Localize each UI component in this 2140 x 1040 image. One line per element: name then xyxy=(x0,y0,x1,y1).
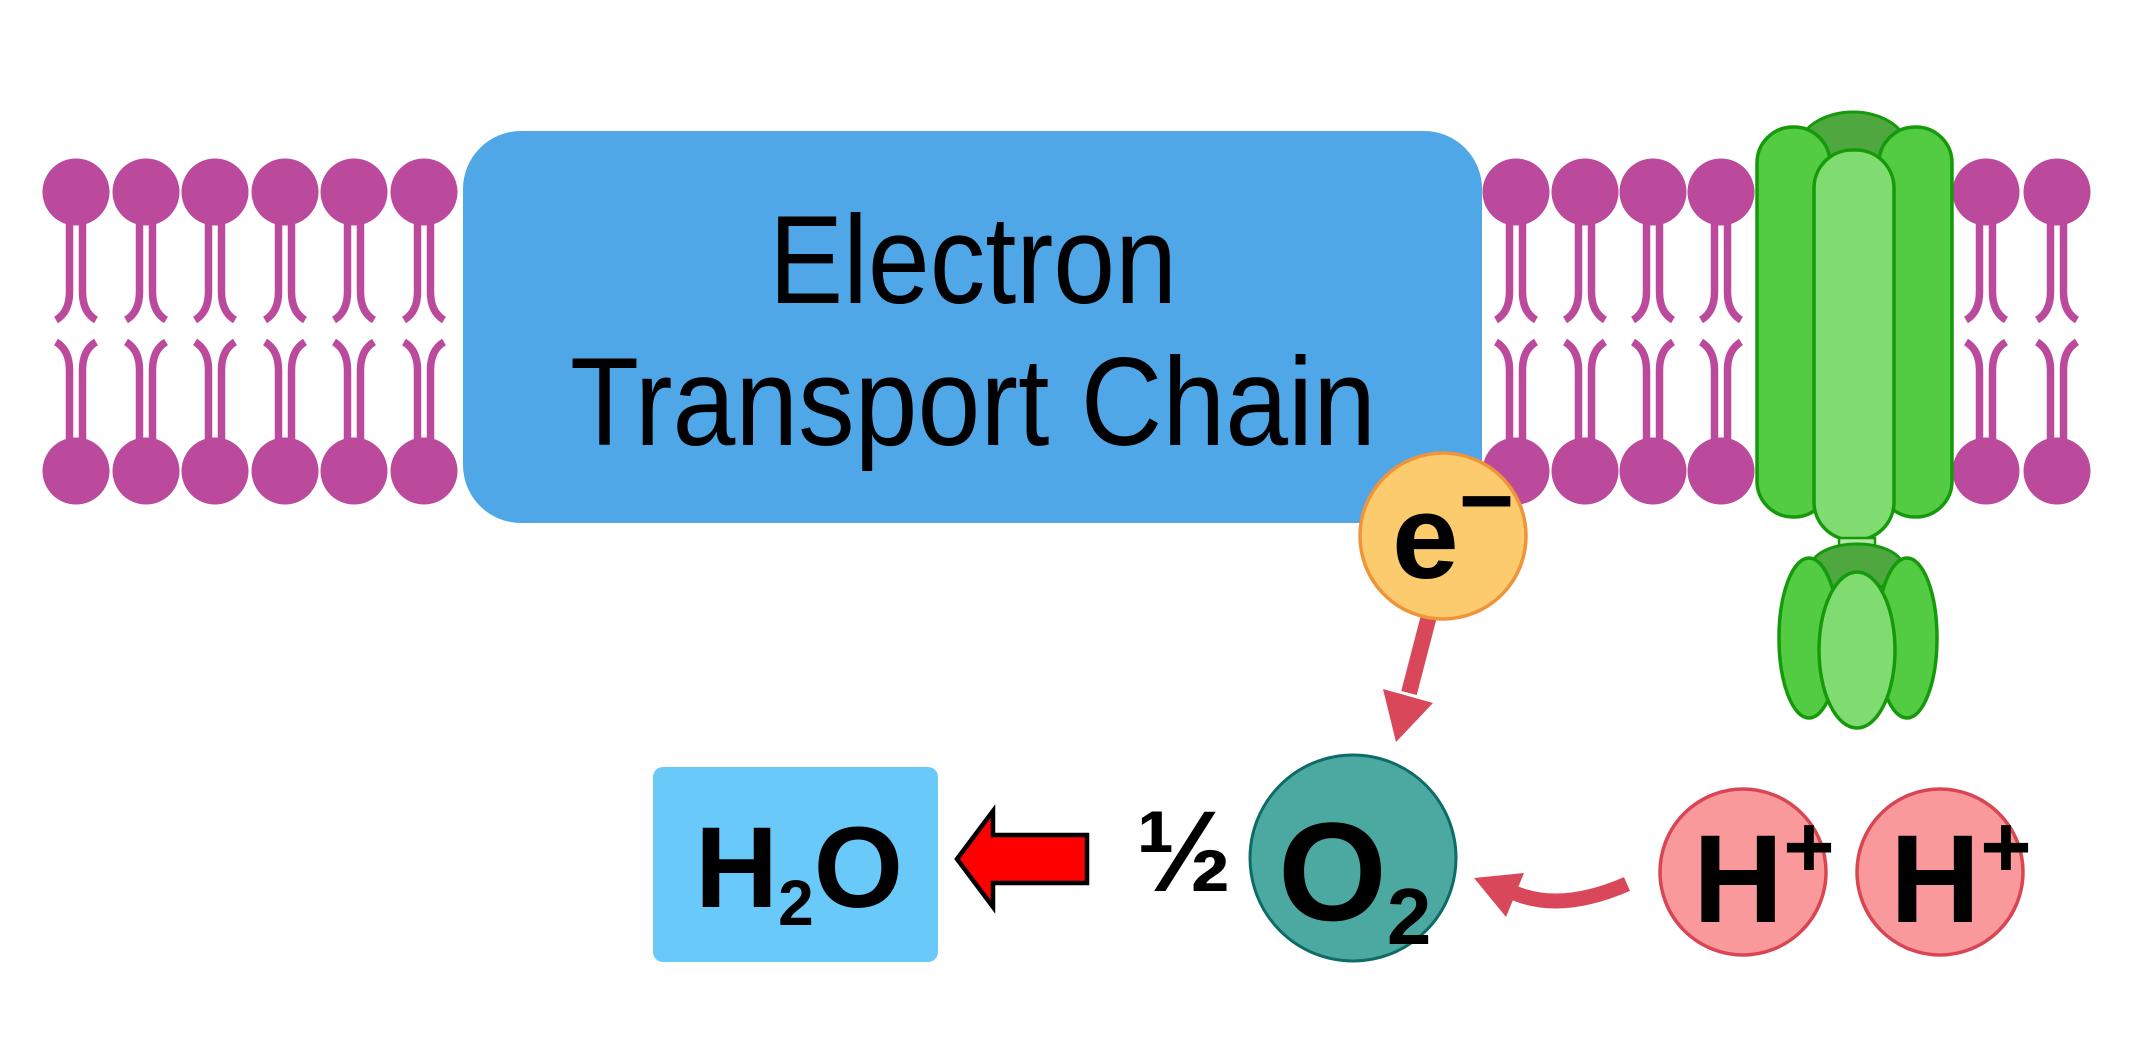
phospholipid xyxy=(182,159,249,505)
proton-label-right: H+ xyxy=(1890,797,2032,949)
protein-base-front xyxy=(1817,570,1897,730)
proton-to-oxygen-arrow xyxy=(1474,873,1630,917)
electron-to-oxygen-arrow xyxy=(1383,609,1438,742)
phospholipid xyxy=(43,159,110,505)
proton-circle-left xyxy=(1658,787,1828,957)
phospholipid xyxy=(2024,159,2091,505)
etc-title-line1: Electron xyxy=(769,191,1177,330)
membrane-middle xyxy=(1483,159,1755,505)
electron-label: e− xyxy=(1392,448,1514,604)
proton-label-left: H+ xyxy=(1693,797,1835,949)
oxygen-label: O2 xyxy=(1278,793,1431,961)
water-box xyxy=(653,767,938,962)
phospholipid xyxy=(113,159,180,505)
electron-circle xyxy=(1358,451,1528,621)
proton-circle-right xyxy=(1855,787,2025,957)
protein-pillar-center xyxy=(1812,148,1896,542)
phospholipid xyxy=(321,159,388,505)
phospholipid xyxy=(1688,159,1755,505)
phospholipid xyxy=(1953,159,2020,505)
phospholipid xyxy=(1620,159,1687,505)
phospholipid xyxy=(1552,159,1619,505)
membrane-protein xyxy=(1755,110,1954,730)
membrane-left xyxy=(43,159,458,505)
membrane-right xyxy=(1953,159,2091,505)
phospholipid xyxy=(252,159,319,505)
water-label: H2O xyxy=(695,804,903,939)
phospholipid xyxy=(391,159,458,505)
water-formation-arrow xyxy=(954,804,1090,914)
etc-box xyxy=(463,131,1482,523)
oxygen-circle xyxy=(1248,753,1458,963)
oxygen-coefficient: ½ xyxy=(1136,788,1232,916)
etc-title-line2: Transport Chain xyxy=(570,333,1376,472)
